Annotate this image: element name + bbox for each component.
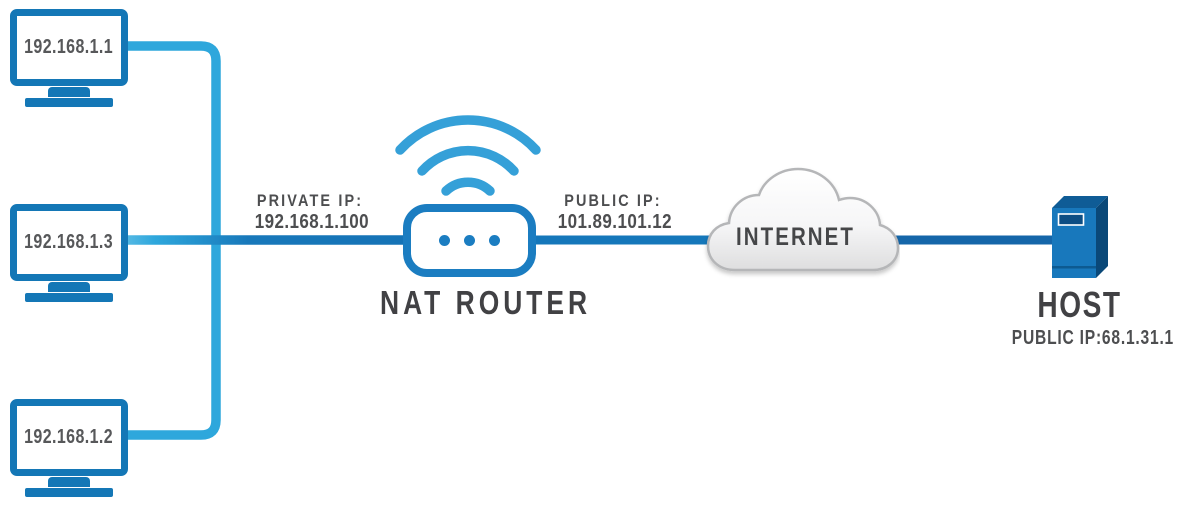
monitor-stand [48,282,90,292]
router-dot [439,235,450,246]
host-public-ip-label: PUBLIC IP:68.1.31.1 [1011,327,1175,349]
private-ip-caption: PRIVATE IP: 192.168.1.100 [245,190,375,234]
monitor-base [25,98,113,107]
host-server-icon [1052,196,1108,278]
monitor-icon: 192.168.1.2 [10,399,128,476]
monitor-ip-text: 192.168.1.1 [24,36,114,58]
computer-3: 192.168.1.2 [10,399,128,497]
monitor-icon: 192.168.1.3 [10,204,128,281]
nat-router-label: NAT ROUTER [380,284,592,321]
computer-2: 192.168.1.3 [10,204,128,302]
router-dot [464,235,475,246]
monitor-icon: 192.168.1.1 [10,9,128,86]
wifi-icon [395,115,541,196]
server-slot [1057,213,1085,226]
monitor-base [25,293,113,302]
internet-cloud-icon [706,167,900,272]
monitor-ip-text: 192.168.1.3 [24,231,114,253]
private-ip-value: 192.168.1.100 [254,211,369,233]
public-ip-title: PUBLIC IP: [564,191,662,210]
public-ip-caption: PUBLIC IP: 101.89.101.12 [548,190,678,234]
nat-router-icon [403,204,536,277]
monitor-stand [48,477,90,487]
public-ip-value: 101.89.101.12 [557,211,672,233]
private-ip-title: PRIVATE IP: [256,191,364,210]
monitor-stand [48,87,90,97]
router-dot [489,235,500,246]
internet-label: INTERNET [736,223,855,251]
monitor-base [25,488,113,497]
host-label: HOST [1037,284,1122,325]
computer-1: 192.168.1.1 [10,9,128,107]
monitor-ip-text: 192.168.1.2 [24,426,114,448]
